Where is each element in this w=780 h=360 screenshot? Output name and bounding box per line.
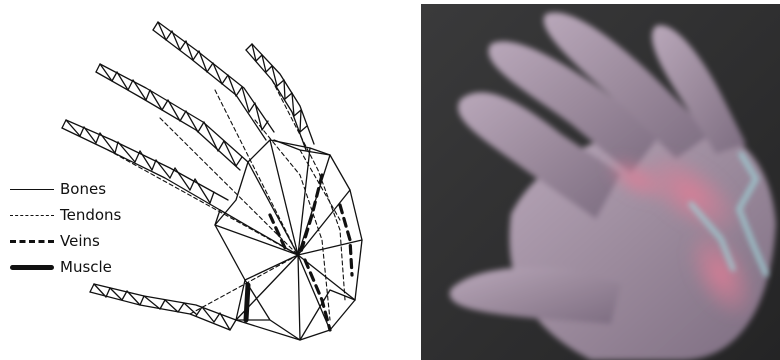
muscle-line bbox=[246, 285, 248, 320]
legend-item-tendons: Tendons bbox=[10, 202, 170, 228]
legend-swatch-heavy-dashed bbox=[10, 240, 54, 243]
legend-label: Veins bbox=[60, 232, 100, 250]
legend-item-veins: Veins bbox=[10, 228, 170, 254]
legend-swatch-dashed bbox=[10, 215, 54, 216]
legend-label: Muscle bbox=[60, 258, 112, 276]
thumb-bones bbox=[90, 284, 236, 330]
legend-item-bones: Bones bbox=[10, 176, 170, 202]
legend-swatch-thick bbox=[10, 265, 54, 270]
legend-label: Tendons bbox=[60, 206, 121, 224]
legend-label: Bones bbox=[60, 180, 106, 198]
finger-bones-3 bbox=[153, 22, 274, 140]
palm-bone-mesh bbox=[215, 140, 362, 340]
finger-bones-4 bbox=[246, 44, 314, 150]
legend-item-muscle: Muscle bbox=[10, 254, 170, 280]
rendered-hand-image bbox=[421, 4, 780, 360]
legend: Bones Tendons Veins Muscle bbox=[10, 176, 170, 280]
legend-swatch-solid bbox=[10, 189, 54, 190]
